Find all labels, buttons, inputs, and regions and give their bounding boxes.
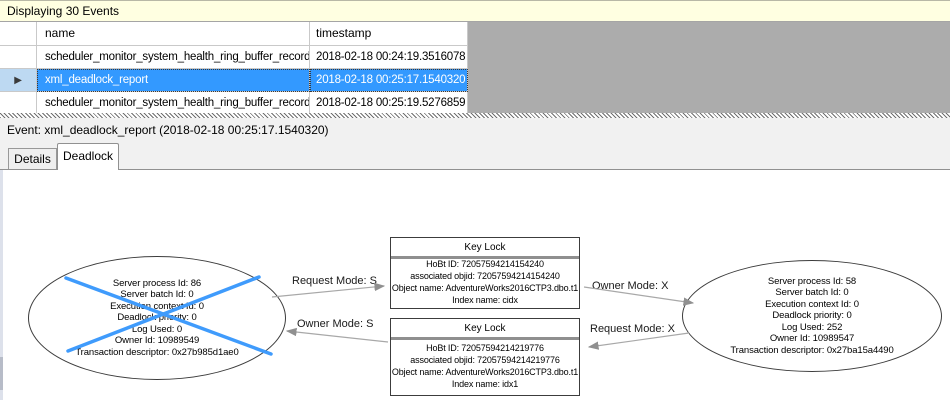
process-node[interactable]: Server process Id: 58 Server batch Id: 0… (682, 260, 942, 372)
deadlock-graph-pane: Server process Id: 86 Server batch Id: 0… (0, 170, 950, 400)
edge-label-request-s: Request Mode: S (292, 275, 377, 287)
process-attr: Log Used: 0 (131, 323, 183, 335)
process-attr: Server process Id: 86 (112, 277, 202, 289)
pane-edge-strip-thumb (0, 357, 3, 390)
row-selector-cell[interactable]: ▶ (0, 69, 37, 92)
edge-label-owner-x: Owner Mode: X (592, 280, 669, 292)
lock-node[interactable]: Key Lock HoBt ID: 72057594214154240 asso… (390, 237, 580, 309)
event-name-cell[interactable]: xml_deadlock_report (37, 69, 310, 92)
lock-attr: Object name: AdventureWorks2016CTP3.dbo.… (391, 367, 579, 377)
grid-header-row: name timestamp (0, 22, 950, 46)
lock-attr: HoBt ID: 72057594214154240 (426, 259, 544, 269)
edge-request-s (271, 282, 386, 298)
event-timestamp-cell[interactable]: 2018-02-18 00:24:19.3516078 (310, 46, 468, 69)
process-attr: Execution context Id: 0 (110, 300, 204, 312)
event-summary-label: Event: xml_deadlock_report (2018-02-18 0… (7, 123, 329, 137)
splitter-handle[interactable] (0, 113, 950, 118)
event-name-cell[interactable]: scheduler_monitor_system_health_ring_buf… (37, 92, 310, 115)
process-node-victim[interactable]: Server process Id: 86 Server batch Id: 0… (28, 256, 286, 380)
event-timestamp-cell[interactable]: 2018-02-18 00:25:19.5276859 (310, 92, 468, 115)
table-row[interactable]: scheduler_monitor_system_health_ring_buf… (0, 92, 950, 115)
lock-title: Key Lock (391, 238, 579, 259)
edge-owner-s (285, 327, 389, 343)
lock-attr: associated objid: 72057594214154240 (410, 271, 560, 281)
edge-label-request-x: Request Mode: X (590, 323, 675, 335)
process-attr: Execution context Id: 0 (765, 298, 859, 310)
row-selector-cell[interactable] (0, 46, 37, 69)
tab-details[interactable]: Details (8, 148, 57, 169)
lock-attr: Index name: cidx (452, 295, 518, 305)
column-header-name[interactable]: name (37, 22, 310, 46)
event-timestamp-cell[interactable]: 2018-02-18 00:25:17.1540320 (310, 69, 468, 92)
table-row[interactable]: scheduler_monitor_system_health_ring_buf… (0, 46, 950, 69)
lock-title: Key Lock (391, 319, 579, 340)
process-attr: Owner Id: 10989549 (114, 335, 200, 347)
edge-label-owner-s: Owner Mode: S (297, 318, 374, 330)
pane-edge-strip (0, 170, 3, 400)
event-summary-bar: Event: xml_deadlock_report (2018-02-18 0… (0, 118, 950, 143)
process-attr: Log Used: 252 (781, 321, 843, 333)
process-attr: Deadlock priority: 0 (772, 310, 852, 322)
events-count-bar: Displaying 30 Events (0, 0, 950, 22)
events-count-label: Displaying 30 Events (7, 4, 120, 18)
process-attr: Server batch Id: 0 (775, 287, 849, 299)
event-name-cell[interactable]: scheduler_monitor_system_health_ring_buf… (37, 46, 310, 69)
column-header-timestamp[interactable]: timestamp (310, 22, 468, 46)
lock-attr: Object name: AdventureWorks2016CTP3.dbo.… (391, 283, 579, 293)
row-selector-header (0, 22, 37, 46)
process-attr: Transaction descriptor: 0x27b985d1ae0 (75, 346, 239, 358)
process-attr: Transaction descriptor: 0x27ba15a4490 (730, 344, 894, 356)
process-attr: Deadlock priority: 0 (117, 312, 197, 324)
process-attr: Owner Id: 10989547 (769, 333, 855, 345)
events-grid: name timestamp scheduler_monitor_system_… (0, 22, 950, 115)
edge-request-x (587, 332, 690, 350)
lock-node[interactable]: Key Lock HoBt ID: 72057594214219776 asso… (390, 318, 580, 396)
current-row-indicator-icon: ▶ (14, 75, 22, 86)
lock-attr: HoBt ID: 72057594214219776 (426, 343, 544, 353)
row-selector-cell[interactable] (0, 92, 37, 115)
tab-deadlock[interactable]: Deadlock (57, 143, 119, 170)
process-attr: Server batch Id: 0 (120, 289, 194, 301)
lock-attr: Index name: idx1 (451, 379, 519, 389)
table-row[interactable]: ▶ xml_deadlock_report 2018-02-18 00:25:1… (0, 69, 950, 92)
tab-strip: Details Deadlock (0, 143, 950, 170)
lock-attr: associated objid: 72057594214219776 (410, 355, 560, 365)
process-attr: Server process Id: 58 (767, 275, 857, 287)
